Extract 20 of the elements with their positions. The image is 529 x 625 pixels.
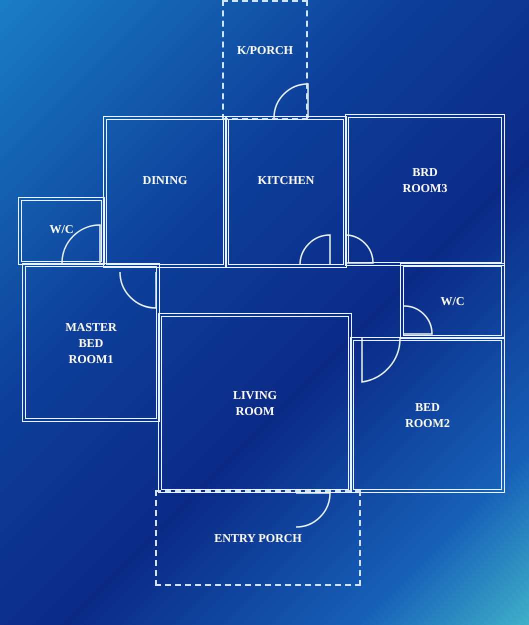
room-label: W/C [440,293,464,309]
room-outline [22,263,160,422]
room-label: KITCHEN [258,172,314,188]
room-outline [18,197,105,265]
room-label: K/PORCH [237,42,293,58]
room-label: MASTER BED ROOM1 [65,318,117,366]
room-outline [400,263,505,339]
porch-outline [155,490,361,586]
porch-outline [222,0,308,120]
room-label: BED ROOM2 [405,399,450,431]
room-label: W/C [50,221,74,237]
room-label: LIVING ROOM [232,387,277,419]
room-outline [158,313,352,493]
room-label: ENTRY PORCH [214,530,302,546]
room-label: BRD ROOM3 [402,164,448,196]
room-label: DINING [142,172,188,188]
room-outline [350,337,505,493]
room-outline [225,116,347,268]
room-outline [103,116,227,268]
room-outline [345,114,505,266]
